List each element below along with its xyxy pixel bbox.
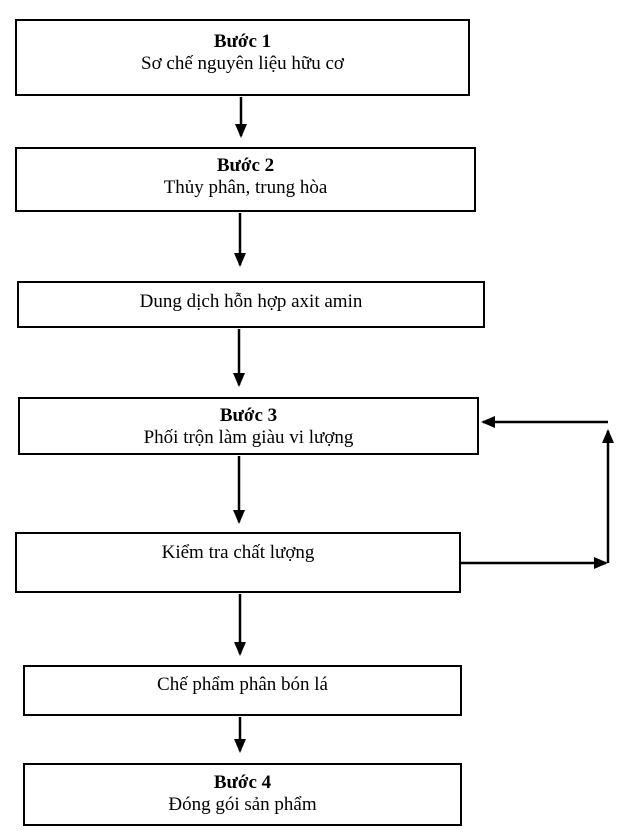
box-text: Chế phẩm phân bón lá <box>157 674 328 695</box>
box-text: Sơ chế nguyên liệu hữu cơ <box>141 53 344 74</box>
box-title: Bước 3 <box>219 405 278 426</box>
box-text: Đóng gói sản phẩm <box>168 794 317 815</box>
flow-box-amino-solution: Dung dịch hỗn hợp axit amin <box>17 281 485 328</box>
box-title: Bước 2 <box>216 155 275 176</box>
flow-box-step-2: Bước 2 Thủy phân, trung hòa <box>15 147 476 212</box>
box-title: Bước 1 <box>213 31 272 52</box>
box-text: Dung dịch hỗn hợp axit amin <box>139 291 363 312</box>
box-title: Bước 4 <box>213 772 272 793</box>
box-text: Phối trộn làm giàu vi lượng <box>143 427 354 448</box>
flow-box-quality-check: Kiểm tra chất lượng <box>15 532 461 593</box>
flow-box-step-4: Bước 4 Đóng gói sản phẩm <box>23 763 462 826</box>
flow-box-product: Chế phẩm phân bón lá <box>23 665 462 716</box>
box-text: Kiểm tra chất lượng <box>161 542 315 563</box>
flow-box-step-1: Bước 1 Sơ chế nguyên liệu hữu cơ <box>15 19 470 96</box>
box-text: Thủy phân, trung hòa <box>163 177 328 198</box>
flow-box-step-3: Bước 3 Phối trộn làm giàu vi lượng <box>18 397 479 455</box>
